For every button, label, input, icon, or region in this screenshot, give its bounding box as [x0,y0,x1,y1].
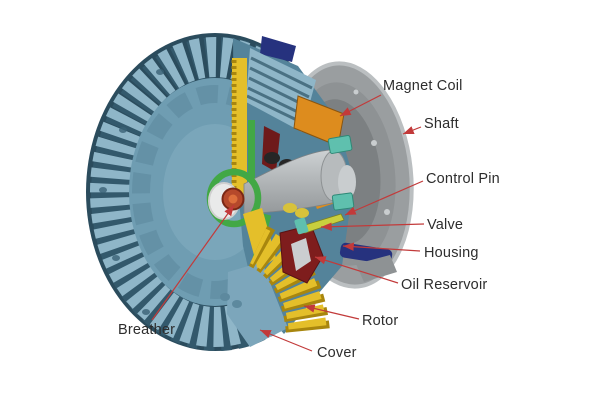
flange-bolt-hole [371,140,377,146]
flange-bolt-hole [353,89,359,95]
arrow-magnet-coil [339,94,382,117]
valve-part [294,217,309,235]
arrow-housing [342,242,421,252]
bearing-ball [264,152,280,164]
label-housing: Housing [424,245,479,261]
green-strip-upper [248,120,255,198]
top-fin-block-fins [246,56,313,125]
arrow-oil-reservoir [314,256,399,284]
fin-peg [119,127,127,133]
label-rotor: Rotor [362,313,398,329]
shaft-end-ring [338,165,356,199]
bearing-ball-yellow [295,208,309,218]
fin-peg [142,309,150,315]
arrow-rotor [303,304,360,320]
fin-peg [156,69,164,75]
fin-peg [112,255,120,261]
cover-peg [232,300,242,308]
cover-panel [227,262,288,347]
arrow-control-pin [344,180,424,216]
label-shaft: Shaft [424,116,459,132]
top-navy-wedge [260,36,296,62]
bearing-ball-yellow [283,203,297,213]
flange-bolt-hole [384,209,390,215]
label-breather: Breather [118,322,175,338]
label-oil-reservoir: Oil Reservoir [401,277,487,293]
cover-peg [220,293,230,301]
breather-center [228,194,238,204]
label-cover: Cover [317,345,357,361]
oil-reservoir-inner [291,238,311,271]
fin-peg [99,187,107,193]
callout-arrows [151,94,425,352]
arrow-valve [320,222,425,231]
label-control-pin: Control Pin [426,171,500,187]
valve-seat-lower [331,192,355,211]
label-magnet-coil: Magnet Coil [383,78,463,94]
rotor-fins [249,228,327,335]
valve-seat-upper [327,135,353,154]
arrow-shaft [402,126,422,135]
housing-bracket [356,255,397,282]
arrow-breather [151,204,235,321]
label-valve: Valve [427,217,463,233]
part-labels: Magnet Coil Shaft Control Pin Valve Hous… [118,78,500,361]
arrow-cover [259,329,313,352]
